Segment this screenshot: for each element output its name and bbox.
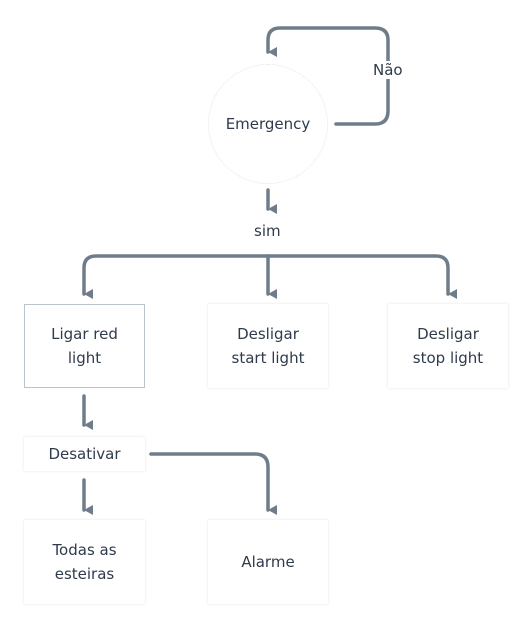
node-desativar[interactable]: Desativar — [24, 437, 145, 471]
edge-branch-left — [82, 254, 270, 299]
edge-nao-loop — [266, 26, 390, 126]
edge-branch-right — [266, 254, 457, 299]
node-desativar-label: Desativar — [48, 445, 121, 463]
edge-label-sim: sim — [252, 222, 283, 240]
node-alarme[interactable]: Alarme — [208, 520, 328, 604]
node-emergency-label: Emergency — [225, 115, 311, 133]
node-desligar-stop-light[interactable]: Desligar stop light — [388, 304, 508, 388]
node-alarme-label: Alarme — [241, 553, 295, 571]
edge-label-nao: Não — [371, 61, 405, 79]
node-desligar-start-light-label: Desligar start light — [231, 325, 305, 367]
node-ligar-red-light-label: Ligar red light — [51, 325, 118, 367]
node-ligar-red-light[interactable]: Ligar red light — [24, 304, 145, 388]
node-emergency[interactable]: Emergency — [208, 64, 328, 184]
node-todas-as-esteiras-label: Todas as esteiras — [52, 541, 117, 583]
node-desligar-stop-light-label: Desligar stop light — [412, 325, 484, 367]
node-desligar-start-light[interactable]: Desligar start light — [208, 304, 328, 388]
node-todas-as-esteiras[interactable]: Todas as esteiras — [24, 520, 145, 604]
edge-desativar-alarme — [149, 452, 277, 515]
